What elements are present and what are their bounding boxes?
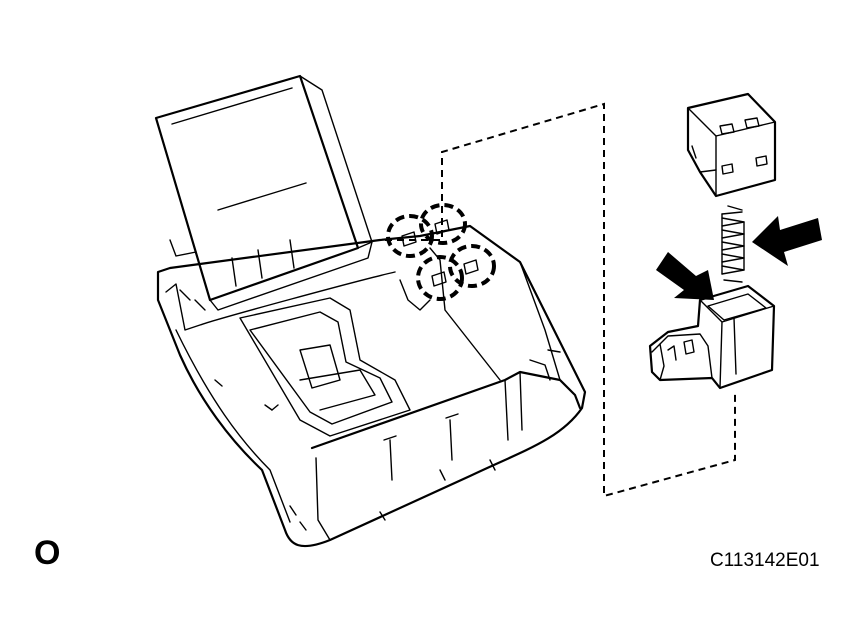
push-arrow-left [656, 252, 714, 300]
console-lid [154, 74, 373, 311]
console-box [156, 224, 587, 548]
push-arrow-right [752, 216, 822, 266]
clip-highlights [386, 203, 496, 301]
figure-corner-mark: O [34, 534, 61, 572]
coil-spring [721, 205, 745, 283]
latch-cap [686, 92, 777, 198]
latch-base [648, 284, 776, 390]
assembly-guide-line [385, 102, 736, 498]
figure-reference-code: C113142E01 [710, 550, 820, 571]
